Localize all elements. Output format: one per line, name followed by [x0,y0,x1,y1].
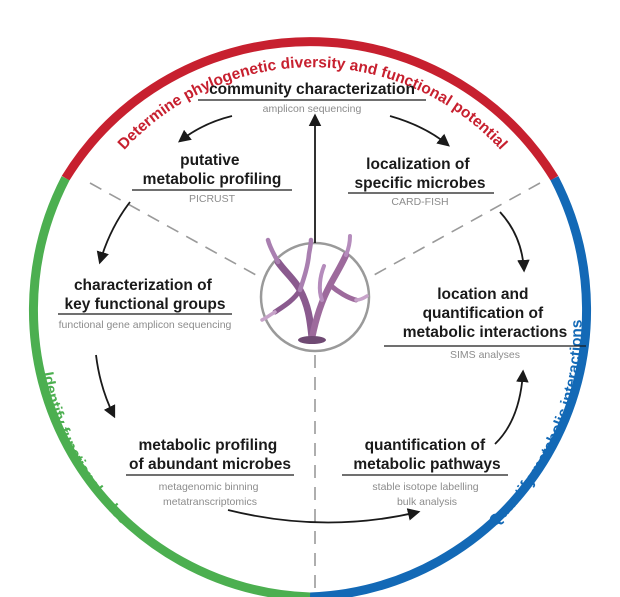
arrow-putative-to-key-functional [96,201,131,265]
node-localization-specific-microbes: localization of specific microbes CARD-F… [348,156,494,208]
node-quantification-pathways: quantification of metabolic pathways sta… [342,437,508,508]
node-method: CARD-FISH [391,196,448,208]
node-title: quantification of metabolic pathways [353,437,500,473]
node-title: location and quantification of metabolic… [403,286,568,341]
node-location-quantification: location and quantification of metabolic… [384,286,586,361]
arrow-quant-pathways-to-location [494,369,529,445]
node-method: PICRUST [189,193,236,205]
arrow-community-to-putative [178,115,233,143]
node-method: amplicon sequencing [263,103,362,115]
arrow-localization-to-location [499,211,530,273]
node-title: metabolic profiling of abundant microbes [129,437,291,473]
node-title: putative metabolic profiling [143,152,282,188]
node-community-characterization: community characterization amplicon sequ… [198,81,426,115]
node-key-functional-groups: characterization of key functional group… [58,277,232,331]
arrow-metabolic-profiling-to-quant-pathways [227,508,421,524]
divider-line-right [364,182,541,281]
coral-icon [259,234,371,353]
node-title: characterization of key functional group… [64,277,225,313]
node-metabolic-profiling-abundant: metabolic profiling of abundant microbes… [126,437,294,508]
node-title: community characterization [209,81,415,98]
ring-segment-top [61,37,559,181]
ring-segment-left [28,176,311,597]
divider-line-left [89,182,266,281]
node-putative-metabolic-profiling: putative metabolic profiling PICRUST [132,152,292,205]
node-method: metagenomic binning metatranscriptomics [159,481,262,508]
node-method: functional gene amplicon sequencing [59,319,232,331]
node-method: stable isotope labelling bulk analysis [372,481,481,508]
arrow-community-to-localization [389,115,450,147]
node-method: SIMS analyses [450,349,520,361]
ring-segment-right [309,176,592,597]
arrow-key-functional-to-metabolic-profiling [95,354,116,419]
ring-label-left: Identify functional roles [39,371,132,528]
node-title: localization of specific microbes [355,156,486,192]
